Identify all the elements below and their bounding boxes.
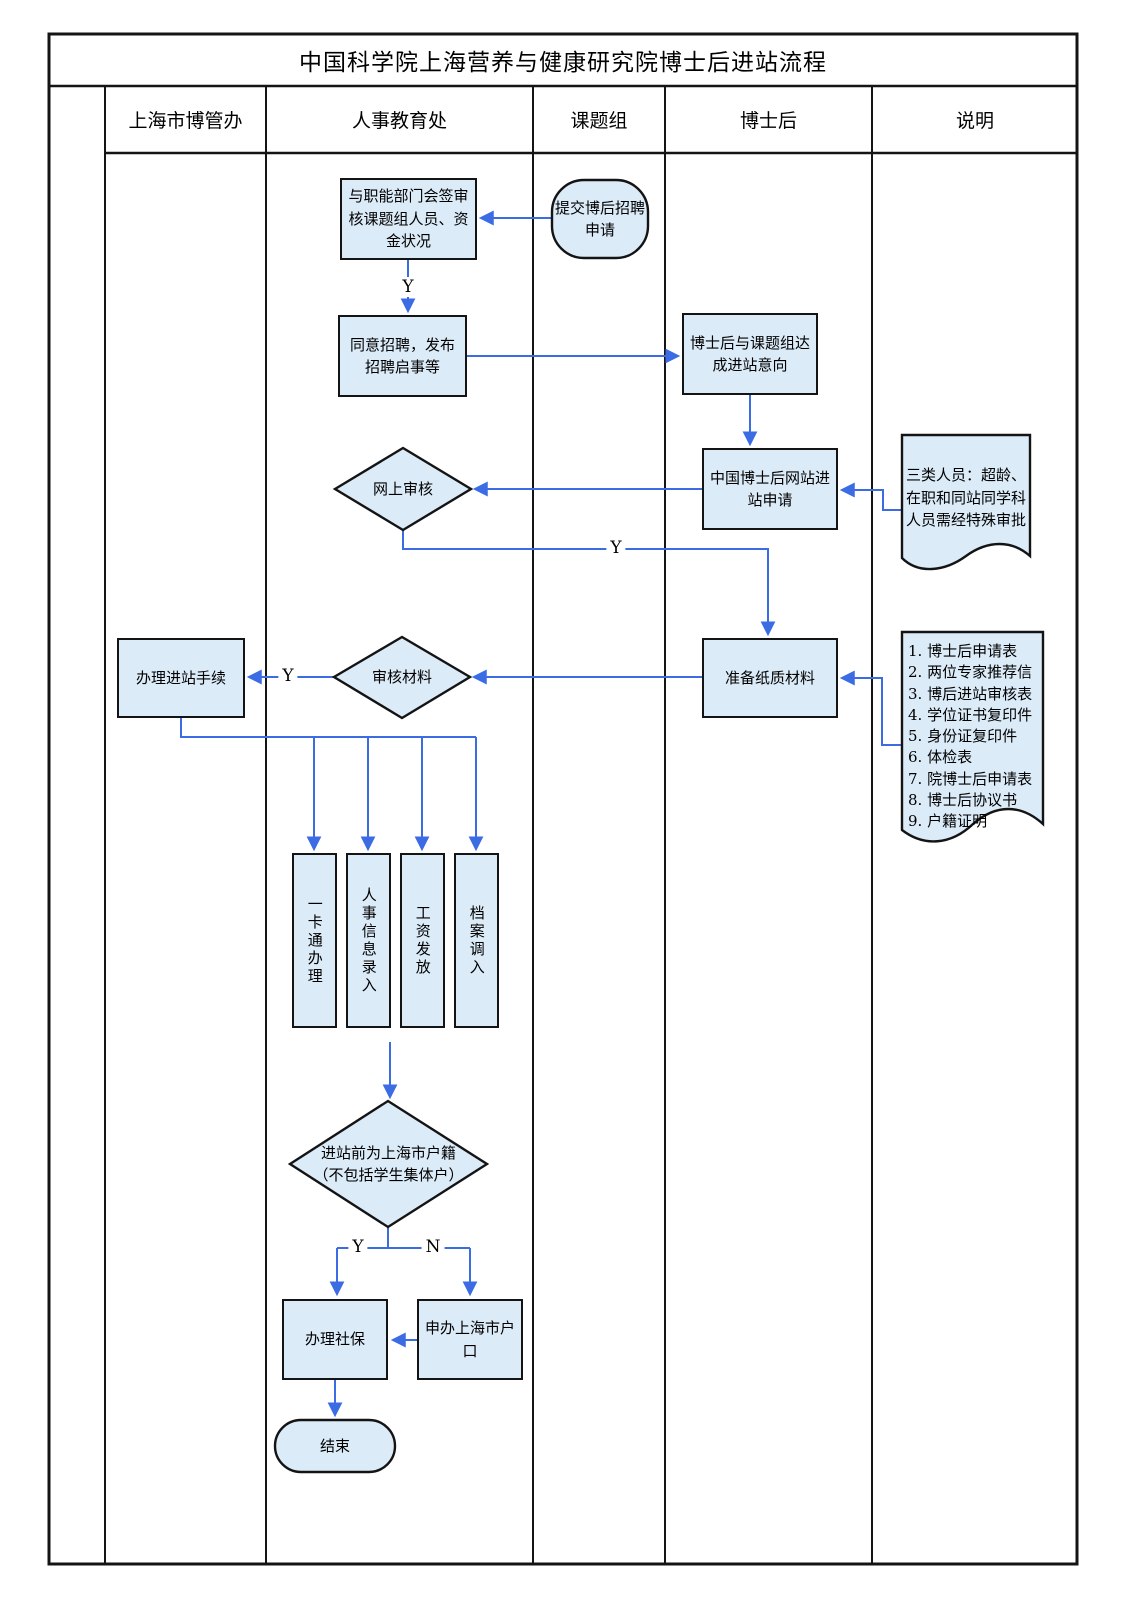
materials-list-item: 3. 博后进站审核表 bbox=[908, 684, 1033, 703]
decision-online-review bbox=[332, 446, 474, 532]
terminator-submit-request bbox=[550, 178, 650, 260]
branch-label-yes: Y bbox=[348, 1237, 368, 1257]
lane-header-research-group: 课题组 bbox=[570, 110, 628, 132]
node-website-apply: 中国博士后网站进站申请 bbox=[702, 448, 838, 530]
branch-label-yes: Y bbox=[278, 666, 298, 686]
node-agree-recruit: 同意招聘，发布招聘启事等 bbox=[338, 315, 467, 397]
materials-list-item: 7. 院博士后申请表 bbox=[908, 769, 1033, 788]
flow-connectors bbox=[180, 210, 902, 1418]
decision-review-materials bbox=[331, 635, 473, 720]
lane-header-notes: 说明 bbox=[955, 110, 994, 132]
node-card-processing: 一卡通办理 bbox=[292, 853, 337, 1028]
materials-list-item: 9. 户籍证明 bbox=[908, 812, 988, 831]
materials-list-item: 2. 两位专家推荐信 bbox=[908, 663, 1033, 682]
node-prepare-materials: 准备纸质材料 bbox=[702, 638, 838, 718]
branch-label-no: N bbox=[421, 1237, 445, 1257]
document-materials-list bbox=[900, 630, 1045, 843]
document-materials-list-label: 1. 博士后申请表 2. 两位专家推荐信 3. 博后进站审核表 4. 学位证书复… bbox=[908, 641, 1040, 833]
node-apply-hukou: 申办上海市户口 bbox=[417, 1299, 523, 1380]
lane-header-postdoc: 博士后 bbox=[739, 110, 797, 132]
terminator-end bbox=[273, 1418, 397, 1474]
node-entry-procedures: 办理进站手续 bbox=[117, 638, 245, 718]
decision-online-review-label: 网上审核 bbox=[372, 479, 433, 498]
branch-label-yes: Y bbox=[398, 277, 418, 297]
terminator-end-label: 结束 bbox=[319, 1436, 350, 1455]
materials-list-item: 1. 博士后申请表 bbox=[908, 642, 1018, 660]
decision-household-check-label: 进站前为上海市户籍 （不包括学生集体户） bbox=[313, 1143, 464, 1185]
materials-list-item: 8. 博士后协议书 bbox=[908, 791, 1018, 810]
materials-list-item: 5. 身份证复印件 bbox=[908, 727, 1018, 746]
node-salary-payment: 工资发放 bbox=[400, 853, 445, 1028]
materials-list-item: 4. 学位证书复印件 bbox=[908, 705, 1033, 724]
swimlane-grid bbox=[47, 32, 1079, 1566]
page-title: 中国科学院上海营养与健康研究院博士后进站流程 bbox=[299, 49, 827, 76]
document-special-approval bbox=[900, 433, 1032, 571]
node-reach-intent: 博士后与课题组达成进站意向 bbox=[682, 313, 818, 395]
lane-header-hr-education: 人事教育处 bbox=[351, 110, 447, 132]
branch-label-yes: Y bbox=[606, 538, 626, 558]
node-hr-info-entry: 人事信息录入 bbox=[346, 853, 391, 1028]
node-archive-transfer: 档案调入 bbox=[454, 853, 499, 1028]
terminator-submit-request-label: 提交博后招聘申请 bbox=[554, 198, 645, 240]
decision-household-check bbox=[287, 1099, 490, 1229]
lane-header-shbgb: 上海市博管办 bbox=[128, 110, 243, 132]
node-joint-review: 与职能部门会签审核课题组人员、资金状况 bbox=[340, 178, 477, 260]
materials-list-item: 6. 体检表 bbox=[908, 748, 973, 767]
document-special-approval-label: 三类人员：超龄、在职和同站同学科人员需经特殊审批 bbox=[906, 466, 1027, 530]
decision-review-materials-label: 审核材料 bbox=[371, 668, 432, 687]
node-social-security: 办理社保 bbox=[282, 1299, 388, 1380]
